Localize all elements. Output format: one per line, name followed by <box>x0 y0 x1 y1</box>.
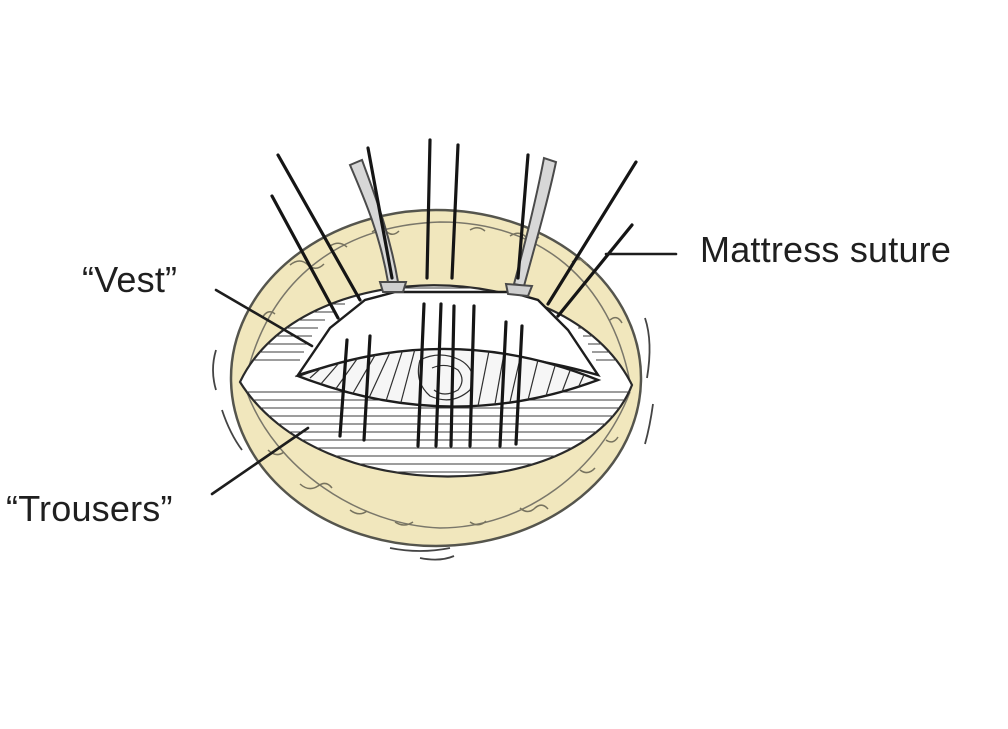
leader-lines <box>210 252 678 496</box>
skin-edge-marks <box>212 317 654 561</box>
trousers-label: “Trousers” <box>6 488 173 529</box>
suture-threads <box>270 138 638 448</box>
vest-label: “Vest” <box>82 259 178 300</box>
vest-leader-line <box>214 288 314 348</box>
trousers-leader-line <box>210 426 310 496</box>
retractor-right <box>504 156 558 298</box>
mattress-suture-label: Mattress suture <box>700 229 952 270</box>
defect-opening <box>294 347 602 408</box>
